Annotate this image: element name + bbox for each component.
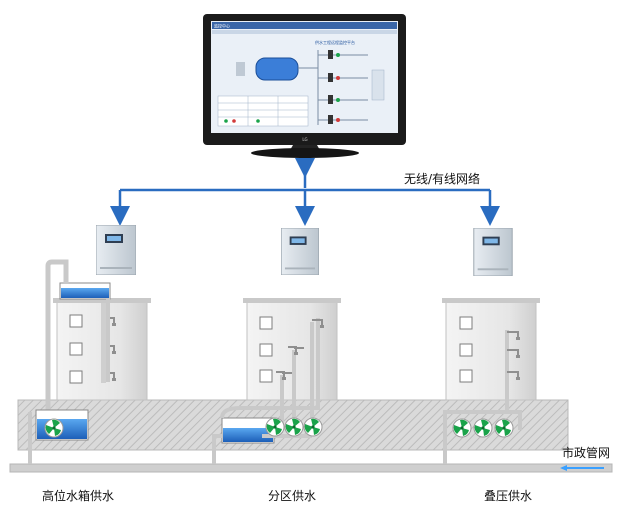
pump-icon <box>284 417 304 437</box>
high-tank-supply-label: 高位水箱供水 <box>42 489 115 503</box>
monitor-base <box>251 148 359 158</box>
booster-supply-label: 叠压供水 <box>484 489 533 503</box>
building-left <box>53 298 151 401</box>
zoned-supply-label: 分区供水 <box>268 489 317 503</box>
control-cabinet-right <box>473 228 513 276</box>
control-cabinet-left <box>96 225 136 275</box>
monitor-brand: LG <box>302 137 307 142</box>
screen-title: 监控中心 <box>214 23 230 29</box>
pump-icon <box>473 418 493 438</box>
high-tank-system <box>35 259 111 441</box>
pump-icon <box>452 418 472 438</box>
pump-icon <box>265 417 285 437</box>
scada-title: 供水工程远程监控平台 <box>315 39 355 45</box>
control-cabinet-center <box>281 228 319 275</box>
monitor: 监控中心 供水工程远程监控平台 <box>203 14 406 158</box>
municipal-pipe <box>9 412 613 473</box>
zoned-supply-system <box>220 318 325 444</box>
pump-icon <box>494 418 514 438</box>
pump-icon <box>303 417 323 437</box>
municipal-network-label: 市政管网 <box>562 446 611 460</box>
network-label: 无线/有线网络 <box>404 172 481 186</box>
pump-icon <box>44 418 64 438</box>
network-lines <box>110 158 500 226</box>
building-right <box>442 298 540 401</box>
